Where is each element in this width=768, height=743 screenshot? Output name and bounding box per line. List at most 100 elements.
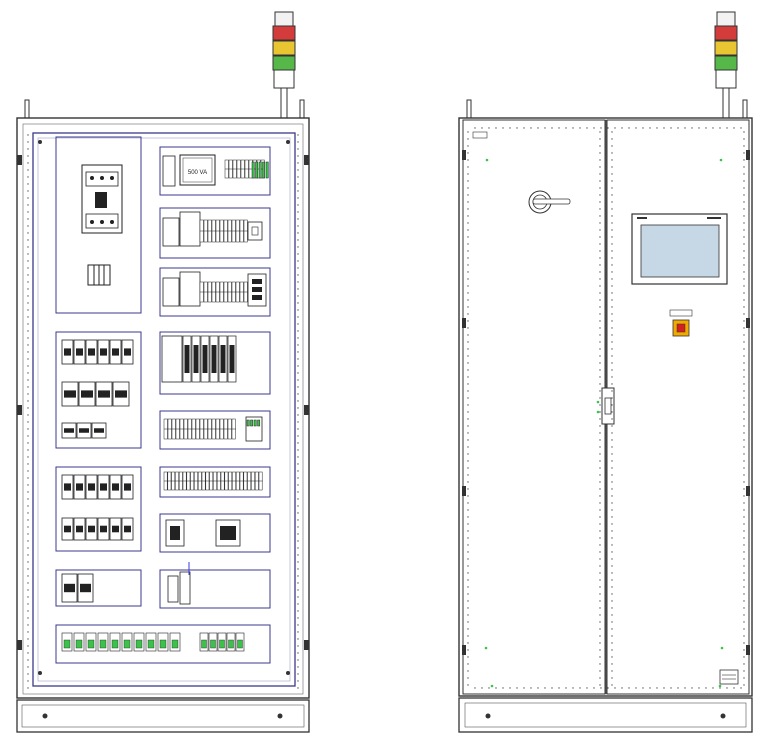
frame-dot	[297, 337, 299, 339]
door-dot	[599, 565, 601, 567]
door-dot	[599, 474, 601, 476]
door-dot	[740, 687, 742, 689]
hmi-panel	[631, 213, 728, 285]
frame-dot	[297, 470, 299, 472]
door-dot	[599, 404, 601, 406]
door-dot	[611, 649, 613, 651]
door-dot	[743, 607, 745, 609]
door-dot	[743, 341, 745, 343]
door-dot	[743, 285, 745, 287]
door-dot	[733, 127, 735, 129]
door-dot	[599, 229, 601, 231]
door-dot	[684, 687, 686, 689]
door-dot	[467, 502, 469, 504]
frame-dot	[297, 603, 299, 605]
door-dot	[467, 467, 469, 469]
frame-dot	[297, 568, 299, 570]
door-dot	[743, 677, 745, 679]
door-dot	[488, 687, 490, 689]
door-dot	[611, 474, 613, 476]
door-dot	[698, 687, 700, 689]
component-group-box	[159, 513, 271, 553]
door-dot	[743, 460, 745, 462]
frame-dot	[297, 680, 299, 682]
door-dot	[621, 127, 623, 129]
door-dot	[599, 460, 601, 462]
din-module-detail	[124, 483, 131, 491]
door-dot	[611, 334, 613, 336]
din-module-detail	[64, 428, 74, 433]
psu-module	[179, 271, 201, 307]
frame-dot	[297, 316, 299, 318]
green-terminal	[111, 639, 119, 649]
door-dot	[467, 243, 469, 245]
door-dot	[467, 404, 469, 406]
frame-dot	[27, 666, 29, 668]
door-dot	[599, 243, 601, 245]
frame-dot	[27, 372, 29, 374]
door-dot	[467, 236, 469, 238]
door-dot	[611, 488, 613, 490]
door-dot	[467, 320, 469, 322]
green-marker	[490, 684, 494, 688]
door-dot	[467, 390, 469, 392]
door-dot	[611, 257, 613, 259]
green-terminal	[75, 639, 83, 649]
door-dot	[743, 495, 745, 497]
open-cabinet-view: 500 VA	[16, 11, 310, 733]
door-dot	[743, 264, 745, 266]
frame-dot	[27, 204, 29, 206]
door-dot	[743, 320, 745, 322]
door-dot	[551, 127, 553, 129]
door-dot	[607, 127, 609, 129]
door-dot	[599, 467, 601, 469]
din-module-detail	[88, 483, 95, 491]
door-dot	[530, 127, 532, 129]
transformer-label: 500 VA	[188, 170, 207, 176]
door-dot	[611, 467, 613, 469]
door-dot	[467, 439, 469, 441]
contactor	[179, 571, 191, 605]
frame-dot	[297, 393, 299, 395]
door-dot	[611, 229, 613, 231]
door-dot	[611, 376, 613, 378]
component-group-box	[55, 331, 142, 449]
door-dot	[743, 467, 745, 469]
frame-dot	[297, 631, 299, 633]
door-dot	[599, 502, 601, 504]
door-dot	[611, 166, 613, 168]
door-dot	[467, 397, 469, 399]
frame-dot	[27, 232, 29, 234]
frame-dot	[297, 246, 299, 248]
frame-dot	[27, 456, 29, 458]
door-dot	[611, 439, 613, 441]
door-dot	[611, 530, 613, 532]
frame-dot	[297, 344, 299, 346]
fuse-block	[87, 264, 111, 286]
frame-dot	[297, 197, 299, 199]
door-dot	[558, 127, 560, 129]
frame-dot	[297, 449, 299, 451]
door-dot	[467, 215, 469, 217]
frame-dot	[297, 295, 299, 297]
door-dot	[467, 523, 469, 525]
component-group-box	[159, 331, 271, 395]
frame-dot	[297, 365, 299, 367]
door-dot	[611, 621, 613, 623]
frame-dot	[297, 190, 299, 192]
door-dot	[743, 656, 745, 658]
power-supply	[162, 155, 176, 187]
door-dot	[611, 572, 613, 574]
door-dot	[628, 127, 630, 129]
frame-dot	[297, 400, 299, 402]
door-dot	[467, 628, 469, 630]
door-dot	[611, 495, 613, 497]
door-dot	[599, 684, 601, 686]
door-dot	[467, 565, 469, 567]
door-dot	[705, 127, 707, 129]
door-dot	[611, 537, 613, 539]
door-dot	[743, 600, 745, 602]
frame-dot	[27, 638, 29, 640]
door-dot	[467, 614, 469, 616]
frame-dot	[27, 645, 29, 647]
